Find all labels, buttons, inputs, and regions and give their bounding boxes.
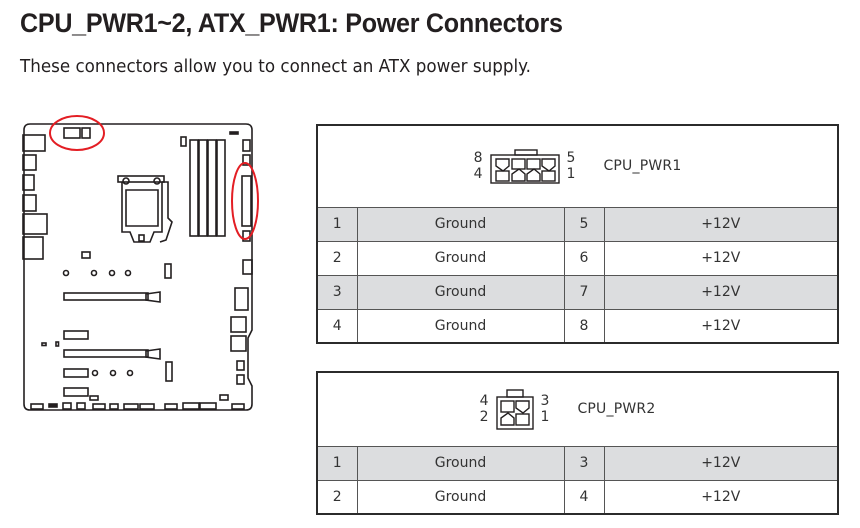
table-row: 1 Ground 3 +12V bbox=[316, 445, 839, 481]
atx-pwr1-connector bbox=[241, 175, 252, 227]
cpu-pwr2-connector bbox=[81, 127, 91, 139]
4-pin-connector-icon bbox=[495, 389, 534, 430]
pin-number: 4 bbox=[563, 479, 605, 515]
board-outline bbox=[23, 123, 253, 411]
pin-label: 4 bbox=[473, 166, 483, 183]
pin-signal: Ground bbox=[356, 479, 565, 515]
pin-label: 4 bbox=[479, 393, 489, 410]
table-header-row: 4 2 3 1 CPU_PWR2 bbox=[316, 371, 839, 447]
pin-signal: +12V bbox=[603, 274, 839, 310]
cpu-pwr1-connector bbox=[63, 127, 81, 139]
pin-label: 1 bbox=[540, 409, 550, 426]
pin-number: 3 bbox=[563, 445, 605, 481]
dimm-slot bbox=[216, 139, 226, 237]
pin-label: 1 bbox=[566, 166, 576, 183]
table-row: 3 Ground 7 +12V bbox=[316, 274, 839, 310]
table-header-row: 8 4 bbox=[316, 124, 839, 208]
8-pin-connector-icon bbox=[489, 149, 560, 184]
cpu-pwr2-pin-table: 4 2 3 1 CPU_PWR2 bbox=[316, 371, 840, 515]
cpu-pwr1-pin-table: 8 4 bbox=[316, 124, 840, 344]
pin-label: 3 bbox=[540, 393, 550, 410]
pin-number: 4 bbox=[316, 308, 358, 344]
pin-number: 2 bbox=[316, 479, 358, 515]
io-port bbox=[22, 236, 44, 260]
pin-signal: Ground bbox=[356, 240, 565, 276]
pin-number: 1 bbox=[316, 445, 358, 481]
pin-signal: Ground bbox=[356, 206, 565, 242]
m2-slot bbox=[63, 330, 89, 340]
pin-signal: +12V bbox=[603, 308, 839, 344]
pin-number: 5 bbox=[563, 206, 605, 242]
io-port bbox=[22, 213, 48, 235]
pin-label: 5 bbox=[566, 150, 576, 167]
connector-name: CPU_PWR1 bbox=[603, 158, 682, 175]
io-port bbox=[22, 154, 37, 171]
m2-slot bbox=[63, 368, 89, 378]
pin-number: 7 bbox=[563, 274, 605, 310]
pin-signal: Ground bbox=[356, 445, 565, 481]
io-port bbox=[22, 134, 46, 152]
io-port bbox=[22, 174, 35, 191]
pcie-slot bbox=[63, 292, 149, 301]
pin-number: 8 bbox=[563, 308, 605, 344]
highlight-atx-pwr-ellipse bbox=[231, 162, 259, 240]
pin-signal: Ground bbox=[356, 274, 565, 310]
connector-name: CPU_PWR2 bbox=[577, 401, 656, 418]
io-port bbox=[22, 194, 37, 212]
pin-signal: +12V bbox=[603, 445, 839, 481]
pin-number: 3 bbox=[316, 274, 358, 310]
pin-signal: Ground bbox=[356, 308, 565, 344]
page-title: CPU_PWR1~2, ATX_PWR1: Power Connectors bbox=[20, 8, 563, 38]
pin-number: 1 bbox=[316, 206, 358, 242]
table-row: 2 Ground 6 +12V bbox=[316, 240, 839, 276]
dimm-slot bbox=[207, 139, 217, 237]
pin-signal: +12V bbox=[603, 240, 839, 276]
page-subtitle: These connectors allow you to connect an… bbox=[20, 56, 531, 77]
cpu-socket bbox=[117, 175, 173, 243]
pin-number: 6 bbox=[563, 240, 605, 276]
highlight-cpu-pwr-ellipse bbox=[49, 115, 105, 151]
pcie-slot bbox=[63, 349, 149, 358]
table-row: 1 Ground 5 +12V bbox=[316, 206, 839, 242]
pin-label: 8 bbox=[473, 150, 483, 167]
table-row: 4 Ground 8 +12V bbox=[316, 308, 839, 344]
pin-label: 2 bbox=[479, 409, 489, 426]
dimm-slot bbox=[198, 139, 208, 237]
motherboard-diagram bbox=[22, 115, 259, 411]
table-row: 2 Ground 4 +12V bbox=[316, 479, 839, 515]
pin-signal: +12V bbox=[603, 479, 839, 515]
dimm-slot bbox=[189, 139, 199, 237]
pin-number: 2 bbox=[316, 240, 358, 276]
pin-signal: +12V bbox=[603, 206, 839, 242]
